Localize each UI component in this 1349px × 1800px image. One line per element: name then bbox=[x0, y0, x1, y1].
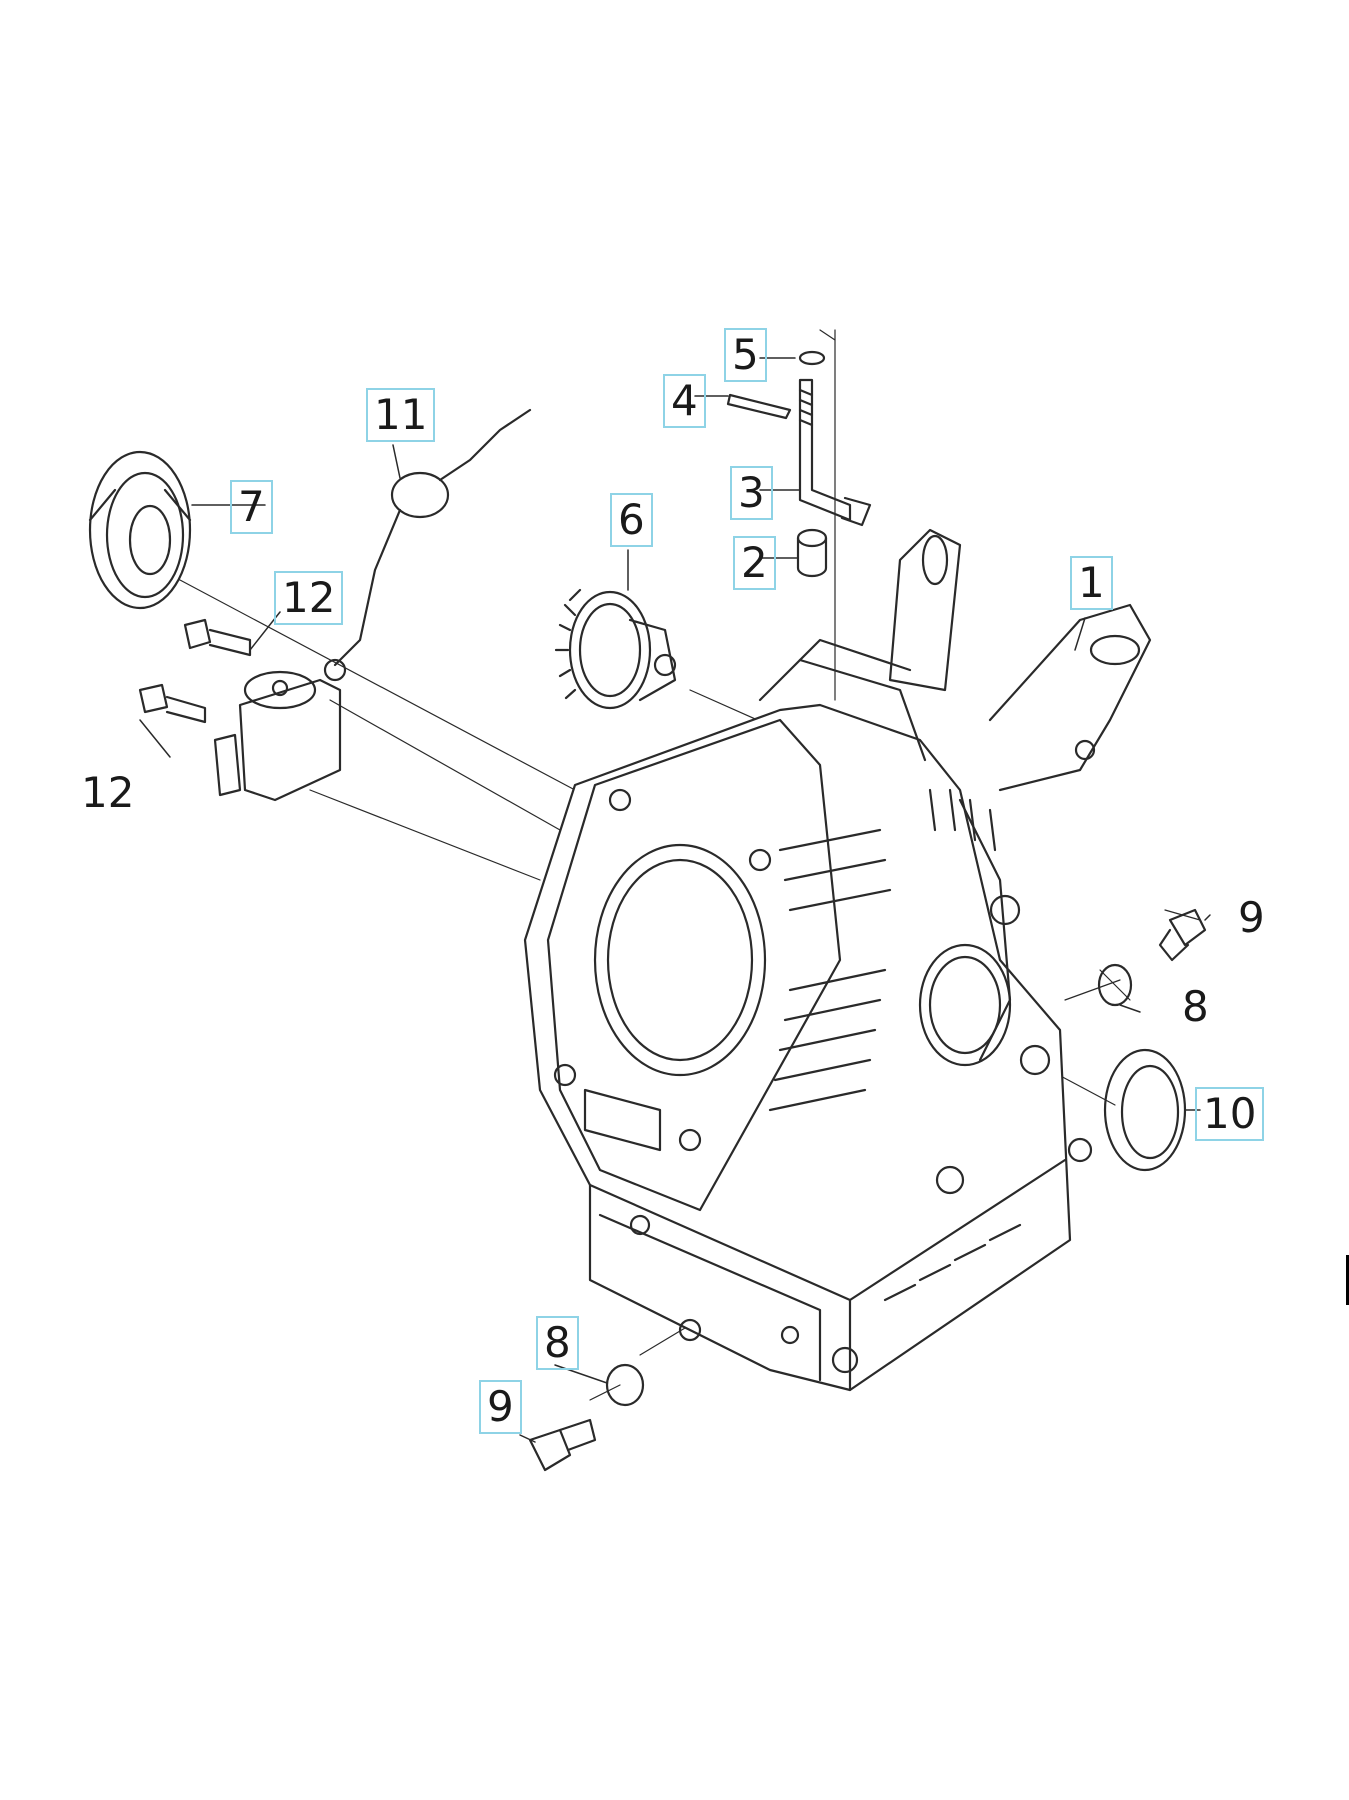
callout-10: 10 bbox=[1195, 1087, 1265, 1141]
washer-right bbox=[1097, 963, 1133, 1007]
drain-plug-right bbox=[1158, 908, 1207, 962]
governor-gear-part-6 bbox=[554, 588, 677, 710]
governor-shaft-part-3 bbox=[798, 378, 872, 527]
crankcase bbox=[523, 528, 1152, 1392]
drain-plug-bottom bbox=[528, 1418, 597, 1472]
callout-5: 5 bbox=[724, 328, 767, 382]
callout-12-lower: 12 bbox=[81, 768, 135, 817]
clip-part-4 bbox=[726, 393, 792, 420]
callout-6: 6 bbox=[610, 493, 653, 547]
callout-11: 11 bbox=[366, 388, 436, 442]
callout-4: 4 bbox=[663, 374, 706, 428]
callout-7: 7 bbox=[230, 480, 273, 534]
bearing-part-7 bbox=[88, 450, 192, 610]
callout-12-upper: 12 bbox=[274, 571, 344, 625]
oil-sensor-part-11 bbox=[323, 408, 532, 682]
callout-9-right: 9 bbox=[1238, 893, 1265, 942]
callout-2: 2 bbox=[733, 536, 776, 590]
sensor-body bbox=[213, 670, 342, 802]
washer-bottom bbox=[605, 1363, 645, 1407]
page-edge-mark bbox=[1346, 1255, 1349, 1305]
callout-3: 3 bbox=[730, 466, 773, 520]
callout-9-bottom: 9 bbox=[479, 1380, 522, 1434]
bolts-part-12 bbox=[138, 618, 252, 724]
washer-part-5 bbox=[798, 350, 826, 366]
callout-8-right: 8 bbox=[1182, 982, 1209, 1031]
oil-seal-part-10 bbox=[1103, 1048, 1187, 1172]
callout-1: 1 bbox=[1070, 556, 1113, 610]
callout-8-bottom: 8 bbox=[536, 1316, 579, 1370]
bushing-part-2 bbox=[796, 528, 828, 578]
